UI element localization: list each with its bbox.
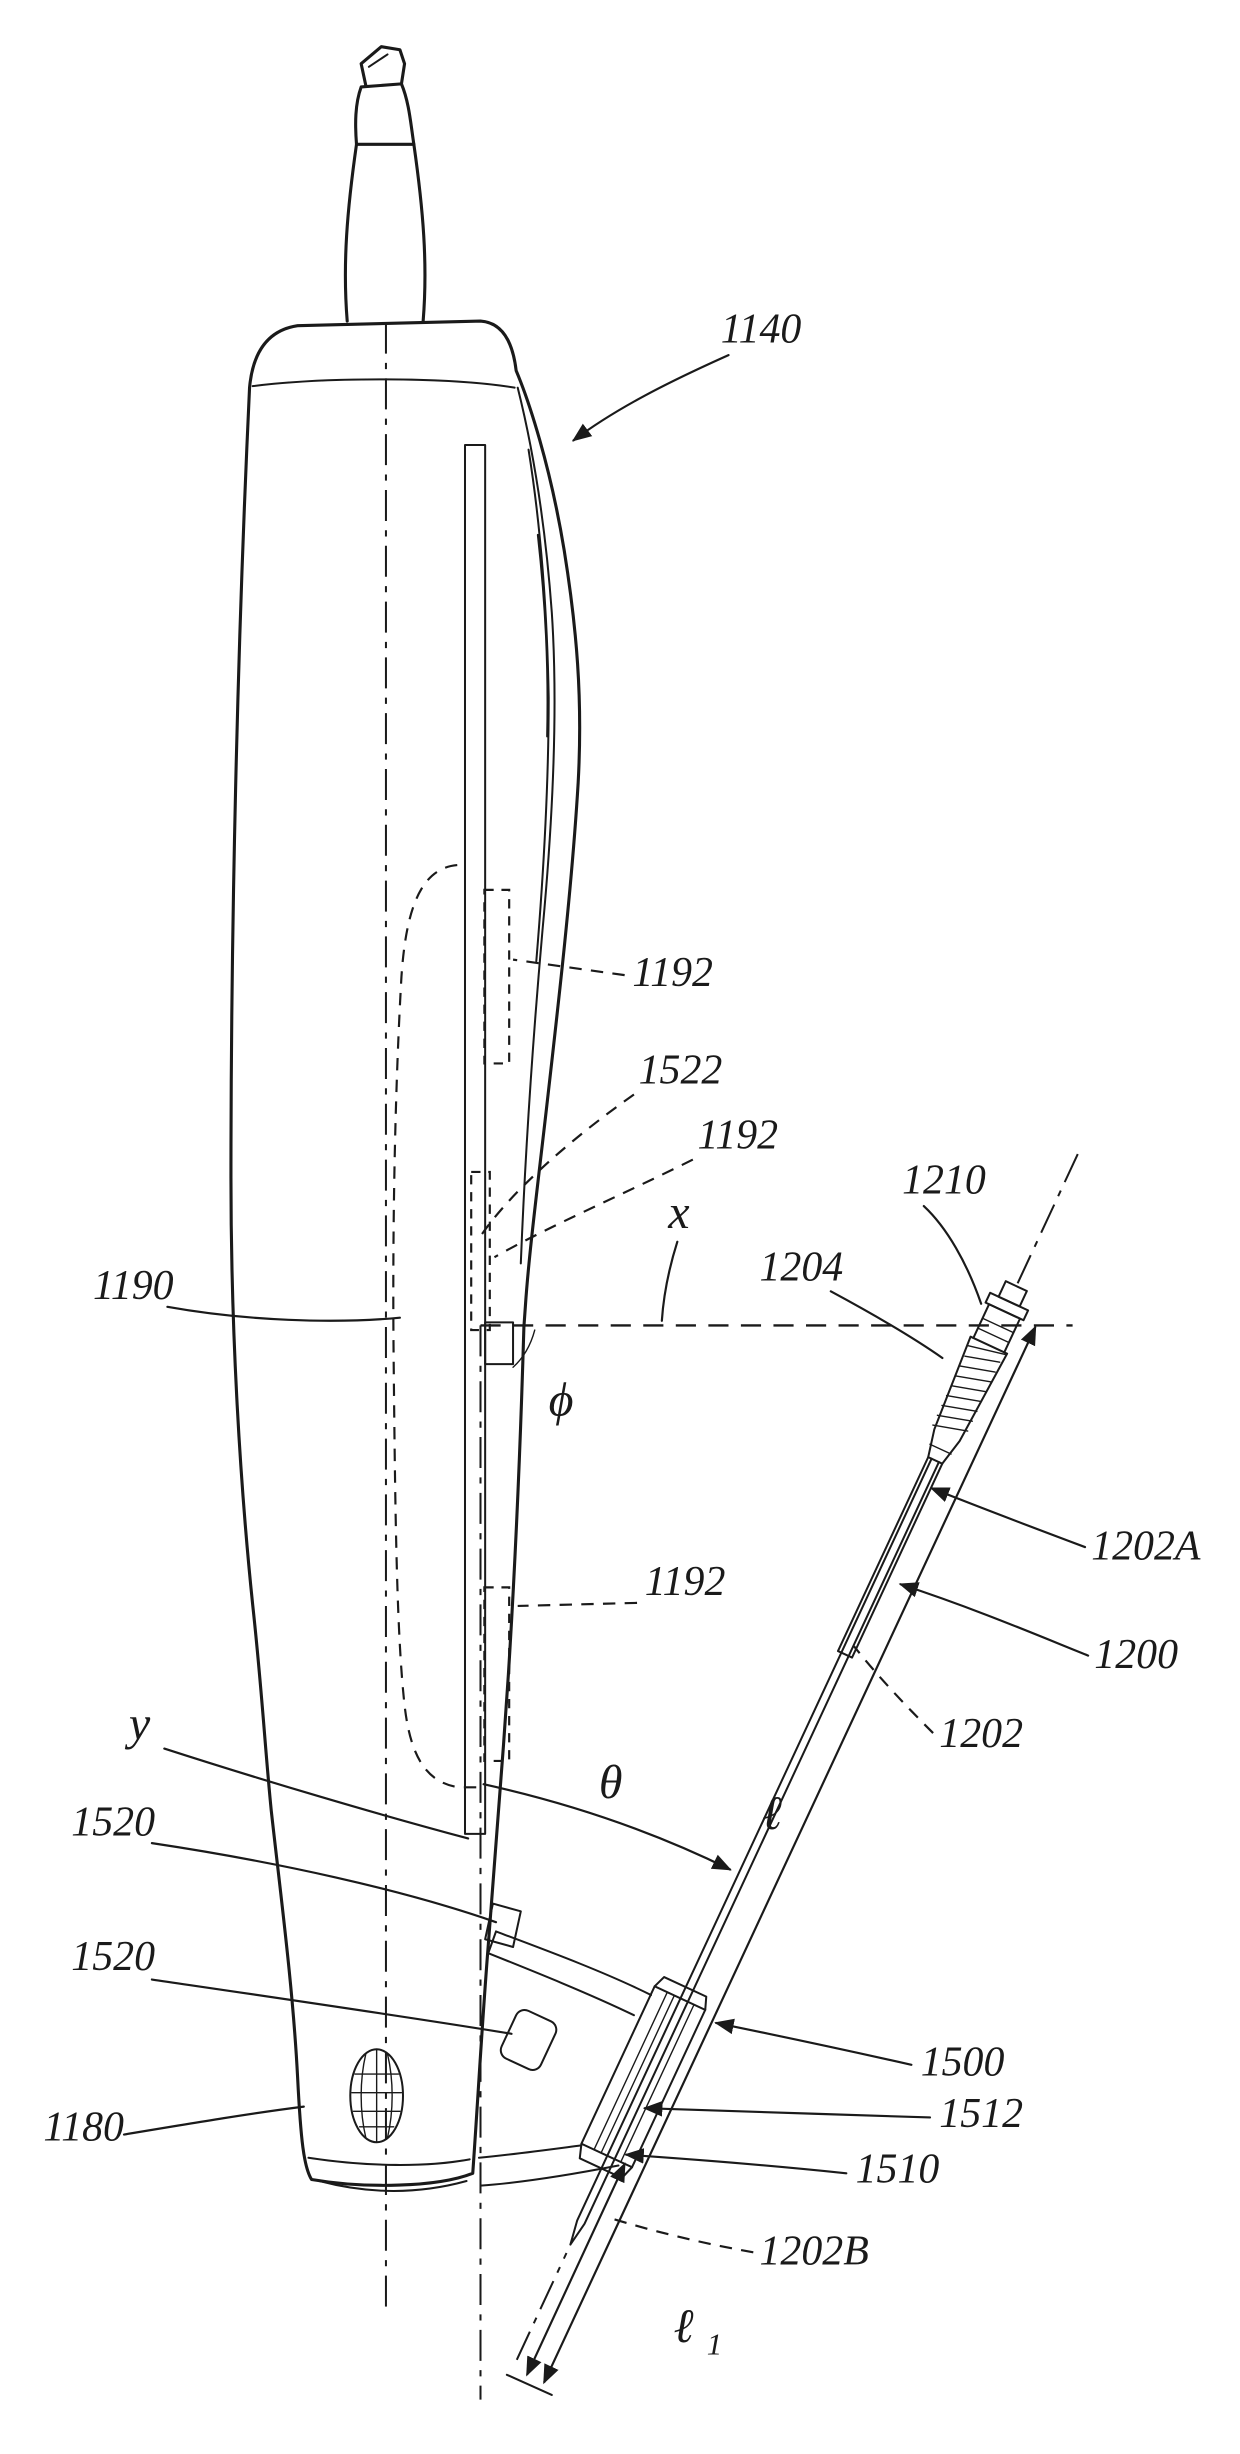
- needle-hub-1204: [927, 1335, 1009, 1465]
- leader-1520-lower: [150, 1978, 513, 2035]
- button-texture-horizontal: [351, 2073, 403, 2128]
- label-1200: 1200: [1094, 1632, 1178, 1678]
- leader-1522: [481, 1093, 635, 1235]
- grip-ridge-line-3: [536, 533, 549, 738]
- needle-guide-bracket: [477, 1902, 653, 2187]
- label-1520-lower: 1520: [71, 1934, 155, 1980]
- probe-button: [349, 2048, 405, 2144]
- needle-cap-1210: [972, 1280, 1030, 1354]
- label-1192-middle: 1192: [698, 1113, 779, 1159]
- leader-1500: [714, 2018, 913, 2066]
- top-cap-seam: [251, 378, 516, 389]
- label-x-axis: x: [667, 1186, 689, 1239]
- hub-collar: [929, 1443, 952, 1455]
- label-1522: 1522: [639, 1048, 723, 1094]
- internal-dashed-outline-1190: [392, 863, 483, 1789]
- leader-1202B: [610, 2217, 754, 2254]
- probe-body: [229, 319, 582, 2192]
- grip-ridge-line-2: [527, 448, 550, 963]
- label-ell1-subscript: 1: [707, 2327, 723, 2362]
- cable-strain-relief: [343, 45, 427, 323]
- transducer-rail: [463, 444, 487, 1835]
- cap-rings: [977, 1317, 1015, 1344]
- leader-1204: [829, 1290, 944, 1360]
- leader-1510: [624, 2148, 848, 2175]
- foot-seam: [307, 2156, 471, 2166]
- button-texture-vertical: [360, 2048, 393, 2143]
- label-1190: 1190: [93, 1263, 174, 1309]
- cap-nub: [997, 1280, 1028, 1308]
- connector-neck: [354, 82, 416, 146]
- length-l-arrow: [543, 1325, 1037, 2385]
- hub-outline: [927, 1335, 1009, 1465]
- label-phi: ϕ: [549, 1373, 574, 1426]
- leader-1520-upper: [150, 1842, 498, 1924]
- strain-relief: [343, 142, 427, 323]
- slot-upper-1192: [483, 888, 511, 1065]
- leader-y: [163, 1747, 470, 1840]
- label-1140: 1140: [721, 307, 802, 353]
- leader-1190: [166, 1305, 401, 1322]
- leader-1192-middle: [493, 1158, 694, 1259]
- leader-x: [660, 1240, 679, 1322]
- lens-face: [318, 2180, 468, 2192]
- leader-1140: [571, 354, 730, 442]
- leader-1192-lower: [517, 1601, 638, 1608]
- label-ell1: ℓ: [674, 2300, 694, 2353]
- length-l1-arrow: [526, 2162, 626, 2377]
- leader-1512: [642, 2100, 932, 2119]
- label-1210: 1210: [902, 1158, 986, 1204]
- label-1202B: 1202B: [760, 2229, 869, 2275]
- cable-tip-seam: [367, 53, 389, 68]
- needle-1202: [569, 1456, 944, 2246]
- label-1202A: 1202A: [1091, 1523, 1201, 1569]
- probe-outline: [229, 319, 582, 2187]
- label-1204: 1204: [760, 1244, 844, 1290]
- rail-lines: [463, 444, 487, 1835]
- label-1510: 1510: [856, 2147, 940, 2193]
- measurement-end-bar: [505, 2373, 553, 2396]
- label-1180: 1180: [43, 2105, 124, 2151]
- label-1202: 1202: [939, 1711, 1023, 1757]
- cap-body: [972, 1303, 1022, 1354]
- leader-1210: [922, 1204, 983, 1305]
- slot-middle-1192: [470, 1170, 491, 1332]
- guide-clip-upper-1520: [484, 1902, 522, 1948]
- needle-shaft: [569, 1457, 940, 2246]
- leader-1200: [898, 1582, 1090, 1657]
- grip-ridge-line-1: [516, 386, 556, 1265]
- label-1520-upper: 1520: [71, 1799, 155, 1845]
- cap-flange: [984, 1291, 1030, 1322]
- phi-angle-arc: [512, 1329, 536, 1368]
- label-1512: 1512: [939, 2091, 1023, 2137]
- leader-1202A: [929, 1487, 1087, 1549]
- label-ell: ℓ: [762, 1787, 782, 1840]
- label-1192-lower: 1192: [645, 1559, 726, 1605]
- label-1500: 1500: [921, 2040, 1005, 2086]
- mount-step: [484, 1321, 515, 1366]
- cable-tip: [359, 45, 407, 87]
- label-1192-upper: 1192: [632, 950, 713, 996]
- leader-1180: [122, 2105, 305, 2136]
- guide-clip-knob-1520: [499, 2008, 558, 2071]
- slot-lower-1192: [483, 1586, 511, 1763]
- label-y-axis: y: [124, 1697, 151, 1750]
- label-theta: θ: [599, 1756, 623, 1809]
- leader-1192-upper: [512, 958, 625, 977]
